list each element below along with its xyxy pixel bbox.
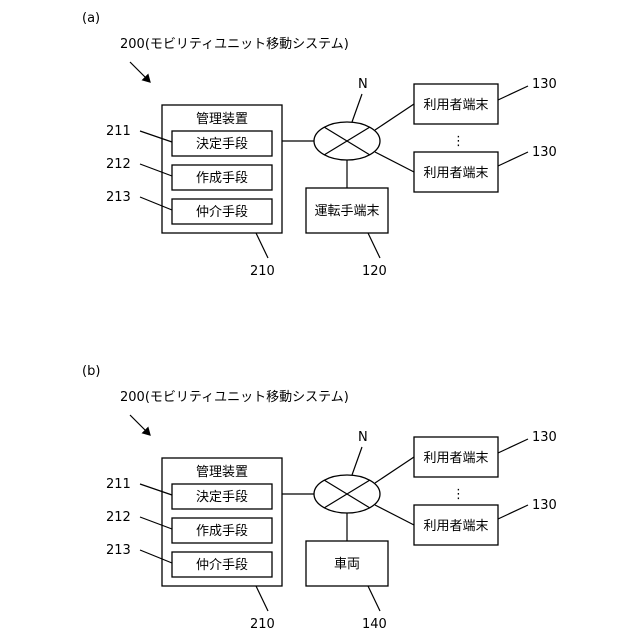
user-terminal-ref-leader xyxy=(498,152,528,166)
server-title: 管理装置 xyxy=(196,112,248,127)
network-terminal-link xyxy=(375,505,414,525)
network-ref-leader xyxy=(352,447,362,475)
panel-a: (a) 200(モビリティユニット移動システム) 管理装置 決定手段 作成手段 … xyxy=(82,11,557,279)
panel-b: (b) 200(モビリティユニット移動システム) 管理装置 決定手段 作成手段 … xyxy=(82,364,557,632)
network-terminal-link xyxy=(375,104,414,130)
system-label: 200(モビリティユニット移動システム) xyxy=(120,390,349,405)
bottom-device-ref-leader xyxy=(368,586,380,611)
unit-ref-212: 212 xyxy=(106,157,131,172)
user-terminal-ref: 130 xyxy=(532,430,557,445)
unit-ref-211: 211 xyxy=(106,124,131,139)
user-terminal-label: 利用者端末 xyxy=(423,98,488,113)
unit-label-decision: 決定手段 xyxy=(196,490,248,505)
user-terminal-ref: 130 xyxy=(532,498,557,513)
unit-label-creation: 作成手段 xyxy=(196,524,248,539)
unit-ref-211: 211 xyxy=(106,477,131,492)
bottom-device-ref: 140 xyxy=(362,617,387,632)
network-terminal-link xyxy=(375,457,414,483)
user-terminal-ref: 130 xyxy=(532,77,557,92)
system-pointer-arrow xyxy=(130,62,150,82)
unit-label-decision: 決定手段 xyxy=(196,137,248,152)
unit-label-mediation: 仲介手段 xyxy=(196,205,248,220)
user-terminal-ref-leader xyxy=(498,86,528,100)
network-label: N xyxy=(358,430,368,445)
unit-ref-213: 213 xyxy=(106,190,131,205)
bottom-device-label: 運転手端末 xyxy=(314,204,379,219)
bottom-device-ref: 120 xyxy=(362,264,387,279)
user-terminal-ref: 130 xyxy=(532,145,557,160)
ellipsis: ⋮ xyxy=(452,134,465,149)
ellipsis: ⋮ xyxy=(452,487,465,502)
server-ref-leader xyxy=(256,586,268,611)
server-ref: 210 xyxy=(250,617,275,632)
system-label: 200(モビリティユニット移動システム) xyxy=(120,37,349,52)
unit-label-creation: 作成手段 xyxy=(196,171,248,186)
user-terminal-ref-leader xyxy=(498,439,528,453)
bottom-device-ref-leader xyxy=(368,233,380,258)
network-label: N xyxy=(358,77,368,92)
user-terminal-label: 利用者端末 xyxy=(423,451,488,466)
unit-ref-212: 212 xyxy=(106,510,131,525)
server-ref: 210 xyxy=(250,264,275,279)
network-terminal-link xyxy=(375,152,414,172)
bottom-device-label: 車両 xyxy=(334,557,360,572)
user-terminal-label: 利用者端末 xyxy=(423,519,488,534)
user-terminal-label: 利用者端末 xyxy=(423,166,488,181)
unit-label-mediation: 仲介手段 xyxy=(196,558,248,573)
unit-ref-213: 213 xyxy=(106,543,131,558)
user-terminal-ref-leader xyxy=(498,505,528,519)
panel-label: (a) xyxy=(82,11,100,26)
system-pointer-arrow xyxy=(130,415,150,435)
panel-label: (b) xyxy=(82,364,100,379)
server-title: 管理装置 xyxy=(196,465,248,480)
server-ref-leader xyxy=(256,233,268,258)
network-ref-leader xyxy=(352,94,362,122)
